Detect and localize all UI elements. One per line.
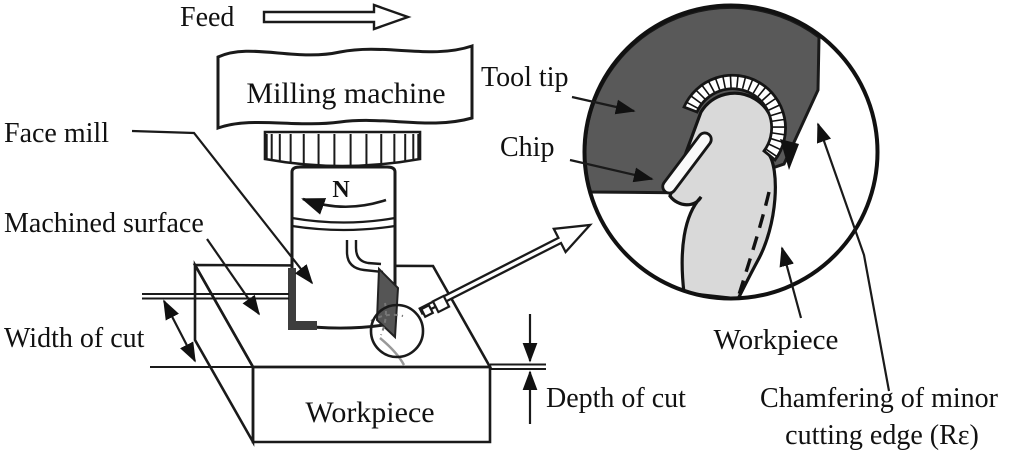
chip-arrow xyxy=(569,158,654,183)
hidden-edge-dash xyxy=(380,302,387,336)
chamfer-label: Chamfering of minor cutting edge (Rε) xyxy=(760,383,999,451)
spindle-groove-line xyxy=(291,216,396,224)
milling-head: N xyxy=(216,43,474,330)
spindle-collar xyxy=(263,130,422,168)
collar-ribs xyxy=(265,134,420,166)
section-square xyxy=(431,294,451,314)
cutting-edge-sliver xyxy=(661,131,713,195)
feed-label: Feed xyxy=(180,2,234,33)
chamfer-wedge xyxy=(780,139,799,170)
tool-tip-label: Tool tip xyxy=(481,62,569,93)
magnifier-circle xyxy=(369,303,425,359)
cutting-insert xyxy=(375,266,400,340)
uncut-surface-dashed-line xyxy=(736,191,771,298)
spindle-groove-line xyxy=(291,224,396,232)
corner-radius-line xyxy=(379,337,406,366)
detail-view-contents xyxy=(585,6,821,298)
workpiece-label: Workpiece xyxy=(305,396,434,429)
face-mill-label: Face mill xyxy=(4,118,109,149)
cutting-edge-face xyxy=(661,131,713,195)
face-mill-leader xyxy=(131,129,314,285)
workpiece-detail-label: Workpiece xyxy=(714,324,839,356)
chip-label: Chip xyxy=(500,132,554,163)
insert-pocket-line xyxy=(354,240,382,266)
section-squares xyxy=(419,294,451,319)
milling-head-body xyxy=(216,43,474,131)
spindle-rotation-arrow xyxy=(301,197,387,215)
width-of-cut-dimension xyxy=(163,299,196,363)
workpiece-detail-arrow xyxy=(779,246,803,319)
depth-of-cut-label: Depth of cut xyxy=(546,383,686,414)
machined-surface-label: Machined surface xyxy=(4,208,204,239)
spindle-speed-label: N xyxy=(332,177,350,203)
hatch-ticks xyxy=(686,74,786,157)
hatched-band xyxy=(682,73,787,163)
milling-machine-label: Milling machine xyxy=(246,77,445,110)
tool-tip-arrow xyxy=(571,95,636,115)
workpiece-front-face xyxy=(251,365,492,444)
section-square xyxy=(419,303,435,319)
machined-surface-arrow xyxy=(206,238,260,316)
chamfer-label-line2: cutting edge (Rε) xyxy=(785,420,979,451)
chamfer-leader xyxy=(816,122,891,392)
feed-arrow xyxy=(262,3,412,31)
width-of-cut-label: Width of cut xyxy=(4,323,145,354)
chamfer-label-line1: Chamfering of minor xyxy=(760,383,999,414)
insert-pocket-line xyxy=(345,240,384,274)
detail-circle xyxy=(582,3,880,301)
